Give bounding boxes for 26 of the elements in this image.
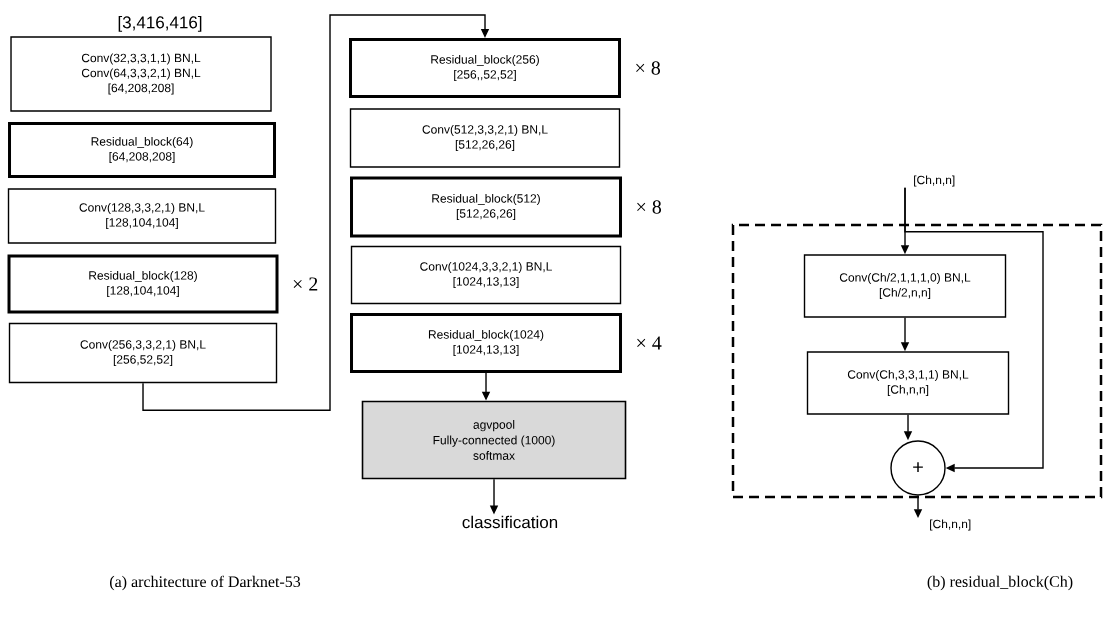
repeat-count: × 2 <box>293 277 318 291</box>
residual-block-box: Residual_block(128) [128,104,104] <box>7 254 279 314</box>
residual-block-box: Residual_block(512) [512,26,26] <box>350 176 622 238</box>
shape-label: [Ch,n,n] <box>930 519 971 531</box>
layer-box: Conv(128,3,3,2,1) BN,L [128,104,104] <box>7 188 277 244</box>
shape-label: [Ch,n,n] <box>914 175 955 187</box>
layer-box: Conv(Ch/2,1,1,1,0) BN,L [Ch/2,n,n] <box>803 254 1007 318</box>
repeat-count: × 8 <box>636 61 661 75</box>
arrow <box>142 14 490 411</box>
layer-box: Conv(512,3,3,2,1) BN,L [512,26,26] <box>349 108 621 168</box>
dashed-frame <box>731 223 1103 499</box>
shape-label: [3,416,416] <box>118 15 202 32</box>
layer-box: Conv(256,3,3,2,1) BN,L [256,52,52] <box>8 322 278 384</box>
classifier-box: agvpool Fully-connected (1000) softmax <box>361 400 627 480</box>
output-text: classification <box>462 515 558 529</box>
residual-block-box: Residual_block(1024) [1024,13,13] <box>350 313 622 373</box>
caption: (a) architecture of Darknet-53 <box>110 575 301 591</box>
residual-block-box: Residual_block(64) [64,208,208] <box>8 122 276 178</box>
layer-box: Conv(32,3,3,1,1) BN,L Conv(64,3,3,2,1) BN,L [64,208,208] <box>10 36 272 112</box>
arrow <box>904 187 1044 473</box>
layer-box: Conv(1024,3,3,2,1) BN,L [1024,13,13] <box>350 245 622 305</box>
residual-block-box: Residual_block(256) [256,,52,52] <box>349 38 621 98</box>
layer-box: Conv(Ch,3,3,1,1) BN,L [Ch,n,n] <box>806 351 1010 415</box>
repeat-count: × 8 <box>637 200 662 214</box>
repeat-count: × 4 <box>637 336 662 350</box>
caption: (b) residual_block(Ch) <box>927 575 1073 591</box>
